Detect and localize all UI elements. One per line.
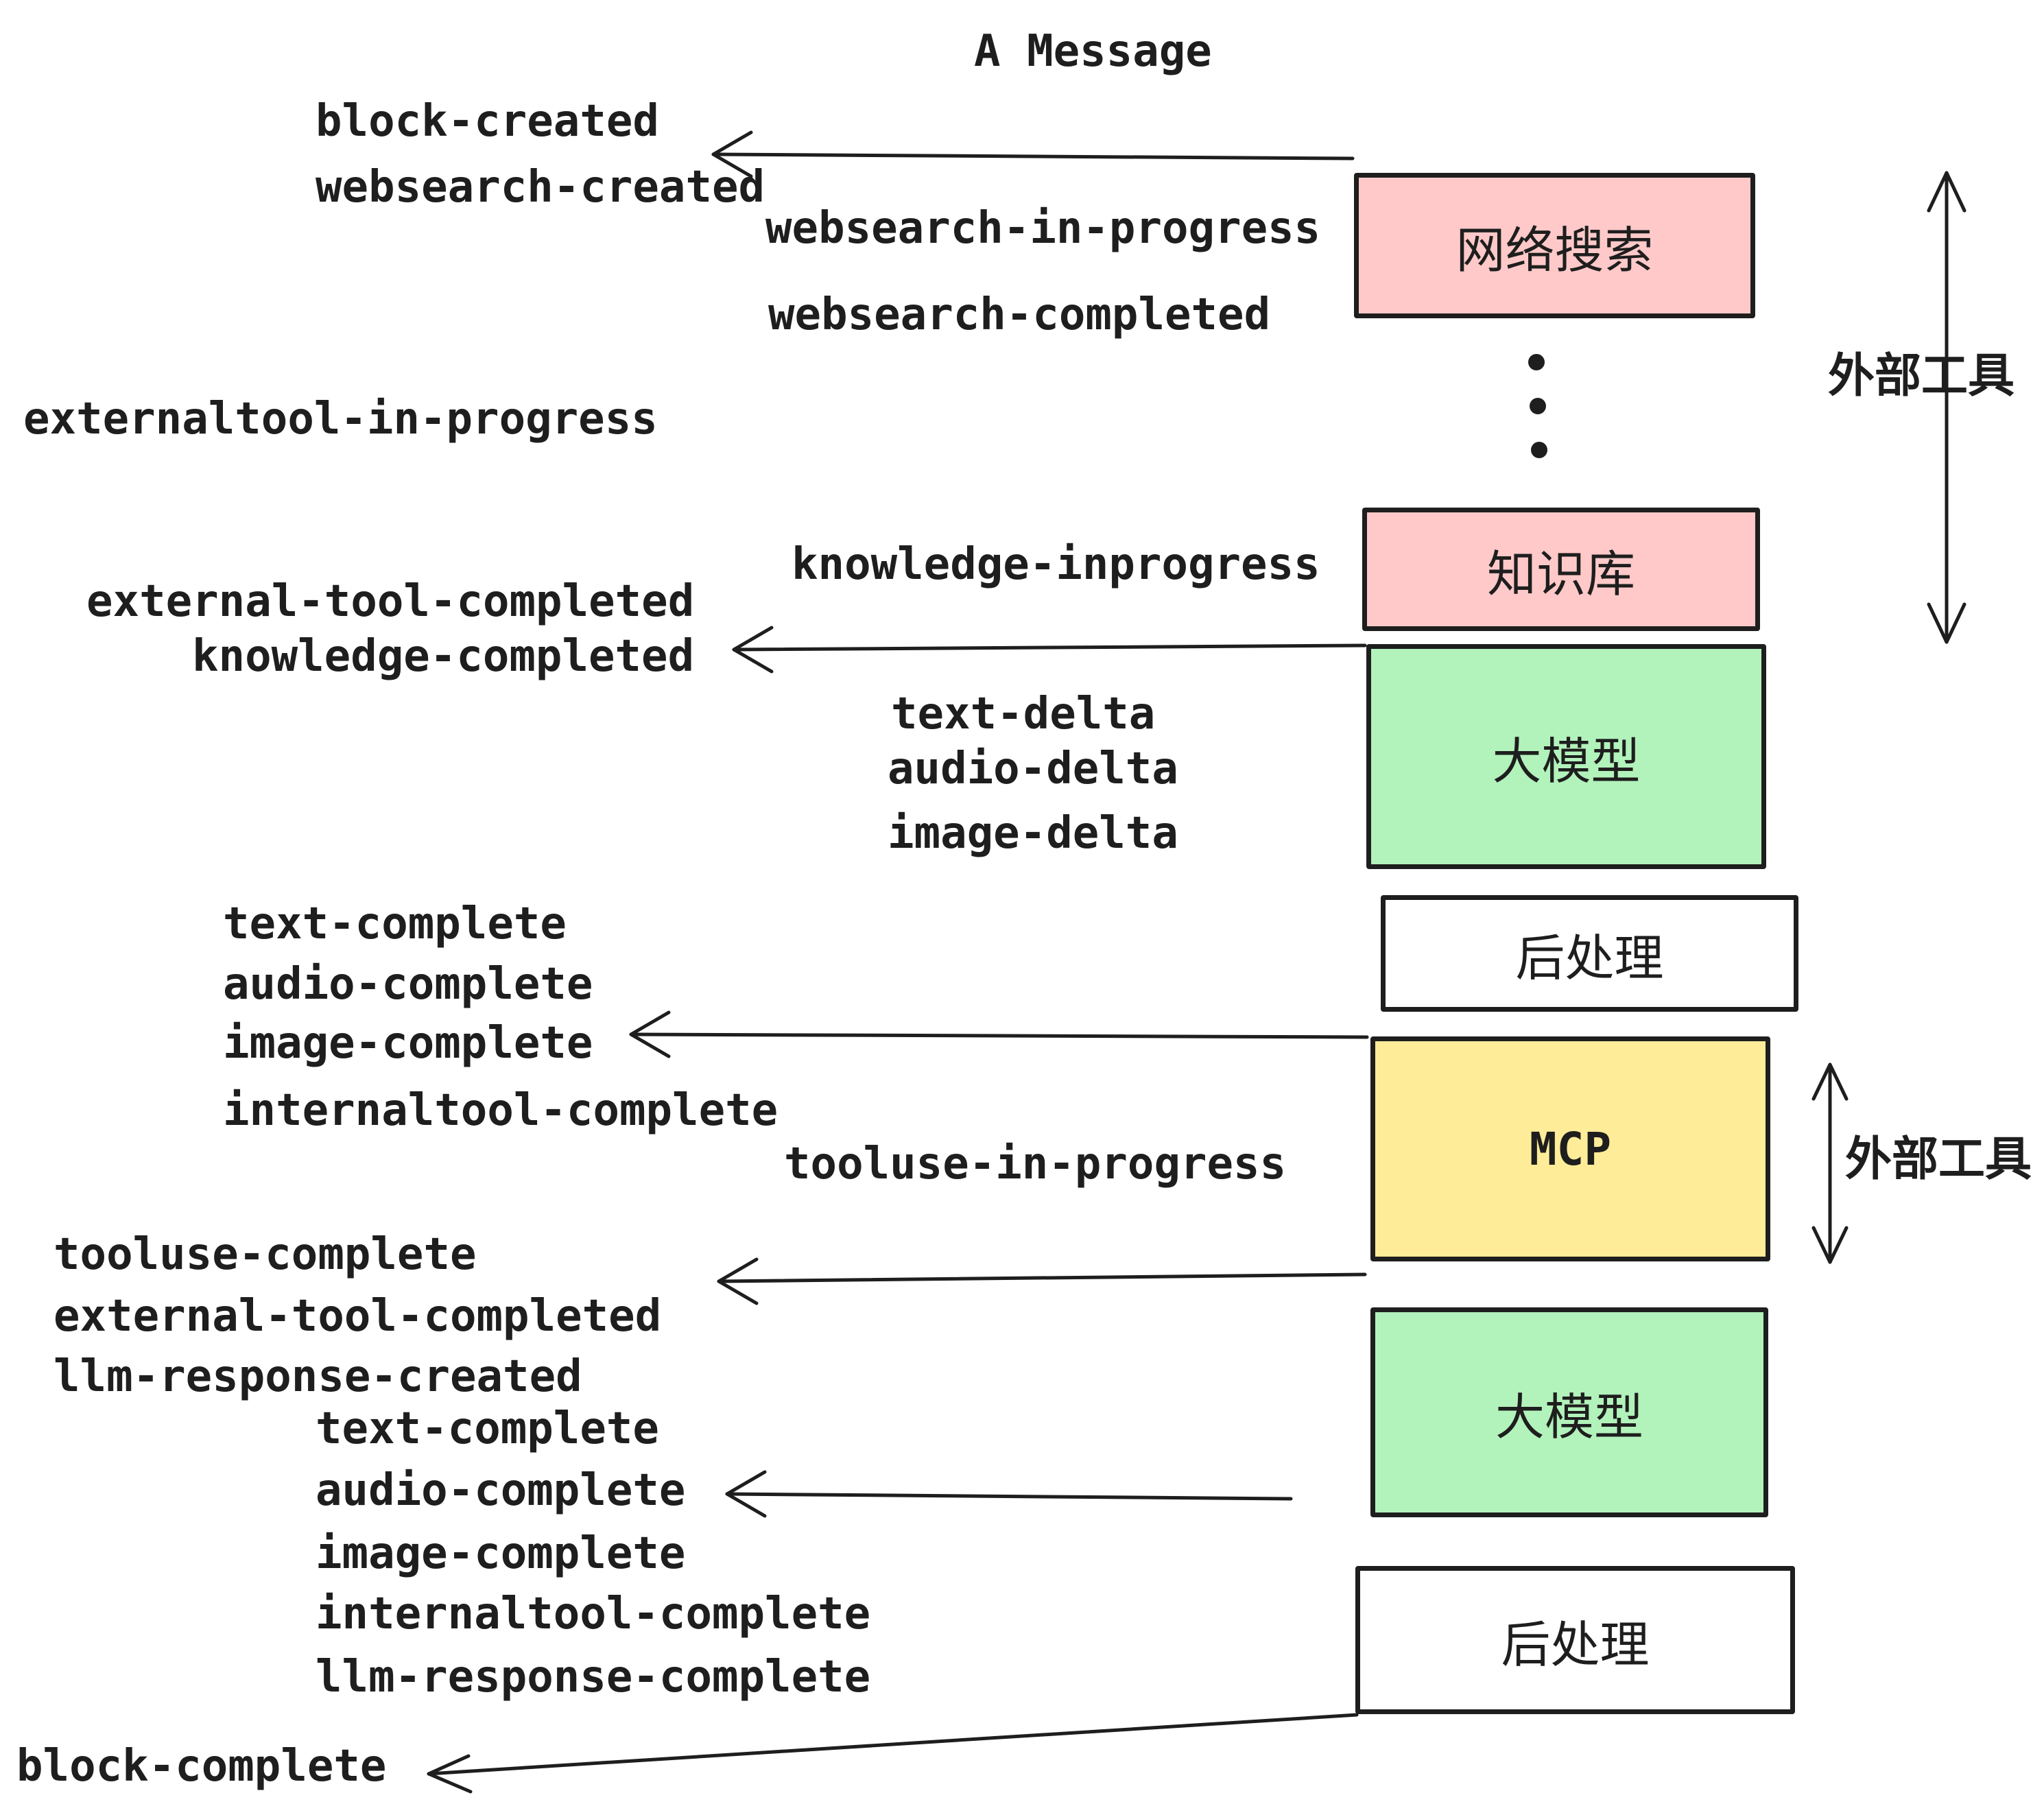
box-postprocess-2: 后处理 <box>1355 1566 1795 1714</box>
event-knowledge-completed: knowledge-completed <box>192 631 695 682</box>
box-llm-2-label: 大模型 <box>1495 1388 1643 1446</box>
arrow-llm1-to-knowledge-completed <box>732 626 1367 674</box>
arrow-post2-to-block-complete <box>427 1713 1359 1794</box>
side-label-external-tools-2: 外部工具 <box>1845 1132 2032 1187</box>
arrow-llm2-to-audio-complete <box>725 1470 1293 1518</box>
box-postprocess-2-label: 后处理 <box>1501 1615 1650 1674</box>
box-llm-2: 大模型 <box>1370 1307 1768 1517</box>
event-tooluse-in-progress: tooluse-in-progress <box>784 1139 1287 1189</box>
event-block-created: block-created <box>316 96 659 147</box>
arrow-websearch-to-created <box>711 130 1355 178</box>
event-audio-complete: audio-complete <box>223 959 593 1010</box>
event-external-tool-completed-2: external-tool-completed <box>54 1291 662 1342</box>
event-image-delta: image-delta <box>888 808 1178 859</box>
box-llm-1-label: 大模型 <box>1492 732 1641 790</box>
double-arrow-external-tools-2 <box>1811 1063 1849 1264</box>
event-image-complete-2: image-complete <box>316 1528 686 1579</box>
box-llm-1: 大模型 <box>1366 644 1766 869</box>
event-tooluse-complete: tooluse-complete <box>54 1229 477 1280</box>
event-text-complete-2: text-complete <box>316 1403 659 1454</box>
box-knowledge-label: 知识库 <box>1486 545 1635 603</box>
event-audio-delta: audio-delta <box>888 744 1178 794</box>
event-text-complete: text-complete <box>223 899 567 949</box>
ellipsis-dots <box>1528 354 1547 458</box>
arrow-mcp-to-tooluse-complete <box>717 1257 1367 1305</box>
event-llm-response-created: llm-response-created <box>54 1351 582 1402</box>
event-websearch-completed: websearch-completed <box>768 289 1271 340</box>
double-arrow-external-tools-1 <box>1927 171 1966 644</box>
event-externaltool-in-progress: externaltool-in-progress <box>23 394 658 444</box>
box-websearch: 网络搜索 <box>1354 173 1755 318</box>
diagram-title: A Message <box>974 26 1212 77</box>
event-image-complete: image-complete <box>223 1018 593 1069</box>
event-block-complete: block-complete <box>16 1741 387 1792</box>
event-text-delta: text-delta <box>891 689 1156 739</box>
box-mcp-label: MCP <box>1529 1122 1612 1176</box>
arrow-mcp-to-image-complete <box>629 1010 1369 1058</box>
box-knowledge: 知识库 <box>1362 508 1760 631</box>
box-postprocess-1-label: 后处理 <box>1515 929 1664 987</box>
event-external-tool-completed: external-tool-completed <box>86 576 695 627</box>
side-label-external-tools-1: 外部工具 <box>1828 349 2015 403</box>
event-audio-complete-2: audio-complete <box>316 1465 686 1516</box>
event-websearch-created: websearch-created <box>316 162 765 213</box>
box-mcp: MCP <box>1370 1036 1770 1261</box>
box-postprocess-1: 后处理 <box>1381 895 1798 1012</box>
event-websearch-in-progress: websearch-in-progress <box>765 203 1321 254</box>
event-knowledge-inprogress: knowledge-inprogress <box>792 539 1320 590</box>
event-internaltool-complete: internaltool-complete <box>223 1085 779 1136</box>
event-internaltool-complete-2: internaltool-complete <box>316 1589 871 1639</box>
box-websearch-label: 网络搜索 <box>1455 221 1654 279</box>
event-llm-response-complete: llm-response-complete <box>316 1652 871 1702</box>
